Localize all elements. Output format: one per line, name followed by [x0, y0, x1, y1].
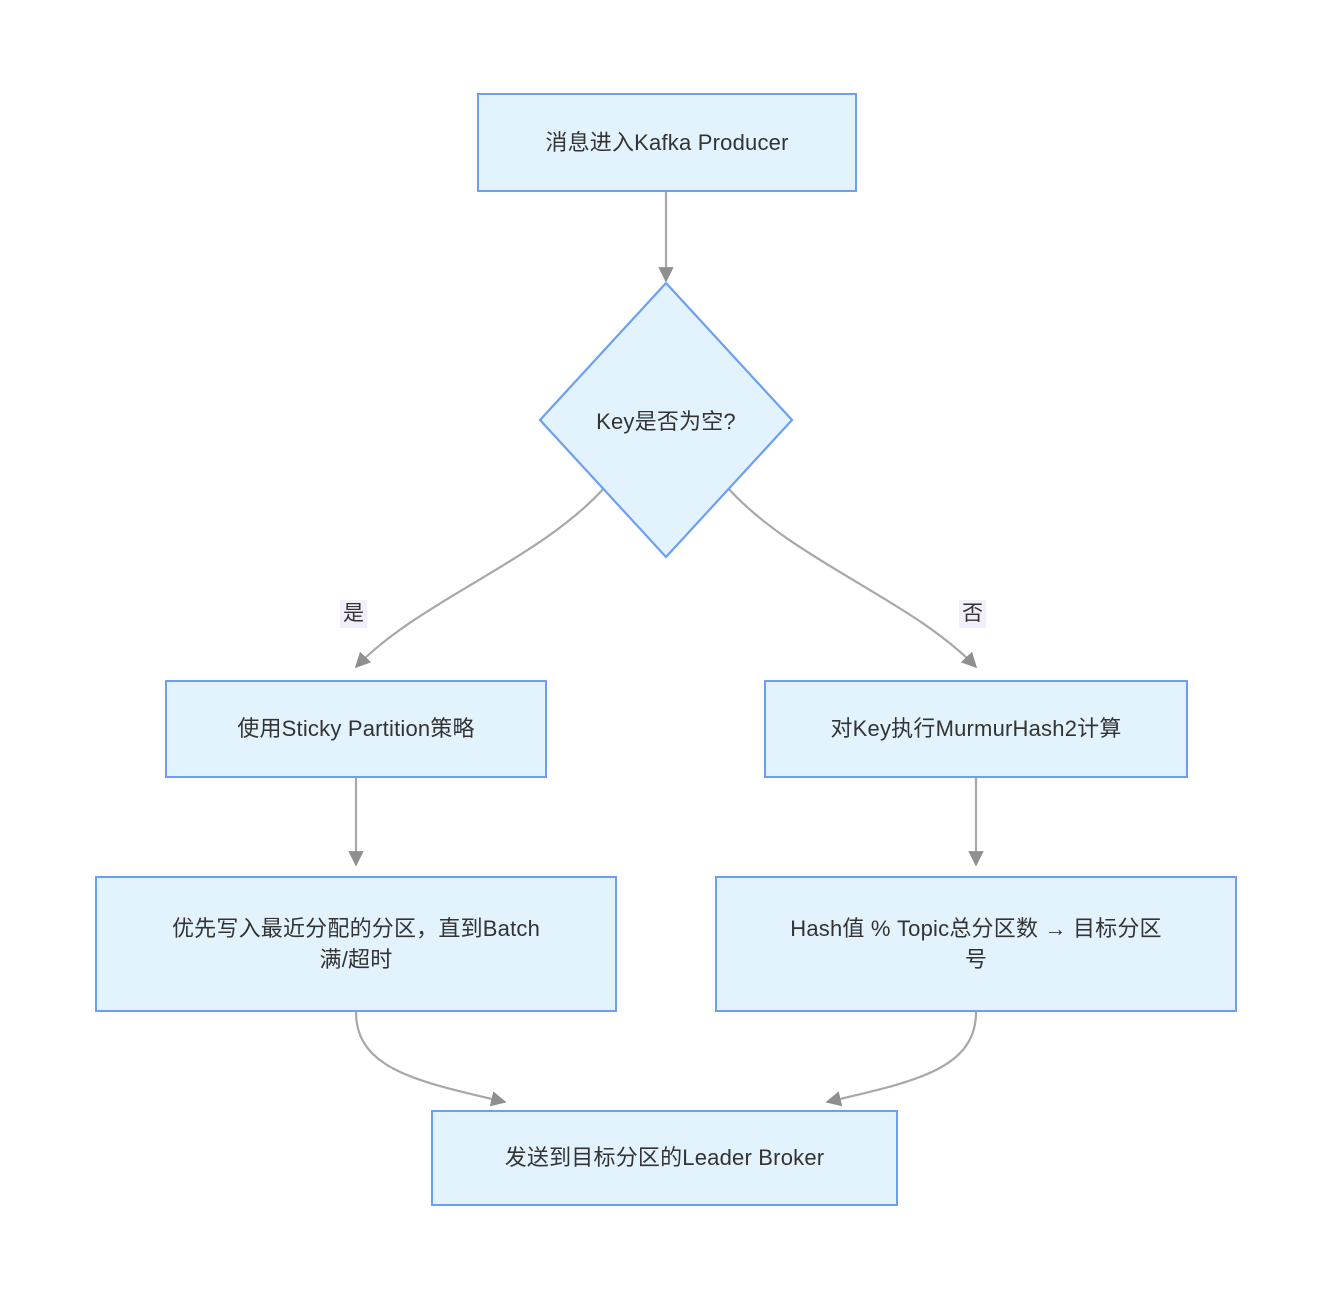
node-write-to-recent-partition-until-batch-full[interactable]: 优先写入最近分配的分区，直到Batch 满/超时 — [95, 876, 617, 1012]
node-label: 发送到目标分区的Leader Broker — [504, 1145, 825, 1171]
diamond-shape — [538, 281, 794, 559]
node-label: 消息进入Kafka Producer — [545, 129, 789, 155]
edge-modulo-to-send — [825, 1011, 978, 1107]
node-label: Hash值 % Topic总分区数 → 目标分区 号 — [790, 915, 1162, 972]
node-message-enters-producer[interactable]: 消息进入Kafka Producer — [477, 93, 857, 192]
node-label: Key是否为空? — [596, 409, 736, 434]
node-label: 使用Sticky Partition策略 — [237, 716, 475, 742]
node-send-to-leader-broker[interactable]: 发送到目标分区的Leader Broker — [431, 1110, 898, 1206]
node-label: 优先写入最近分配的分区，直到Batch 满/超时 — [171, 915, 541, 972]
node-use-sticky-partition[interactable]: 使用Sticky Partition策略 — [165, 680, 547, 778]
edge-label-no: 否 — [959, 600, 986, 629]
node-key-is-empty-decision[interactable]: Key是否为空? — [538, 281, 794, 559]
edge-batch-to-send — [354, 1011, 507, 1107]
node-murmurhash2-on-key[interactable]: 对Key执行MurmurHash2计算 — [764, 680, 1188, 778]
edge-label-yes: 是 — [340, 600, 367, 629]
node-hash-modulo-partition-count[interactable]: Hash值 % Topic总分区数 → 目标分区 号 — [715, 876, 1237, 1012]
node-label: 对Key执行MurmurHash2计算 — [830, 716, 1122, 742]
